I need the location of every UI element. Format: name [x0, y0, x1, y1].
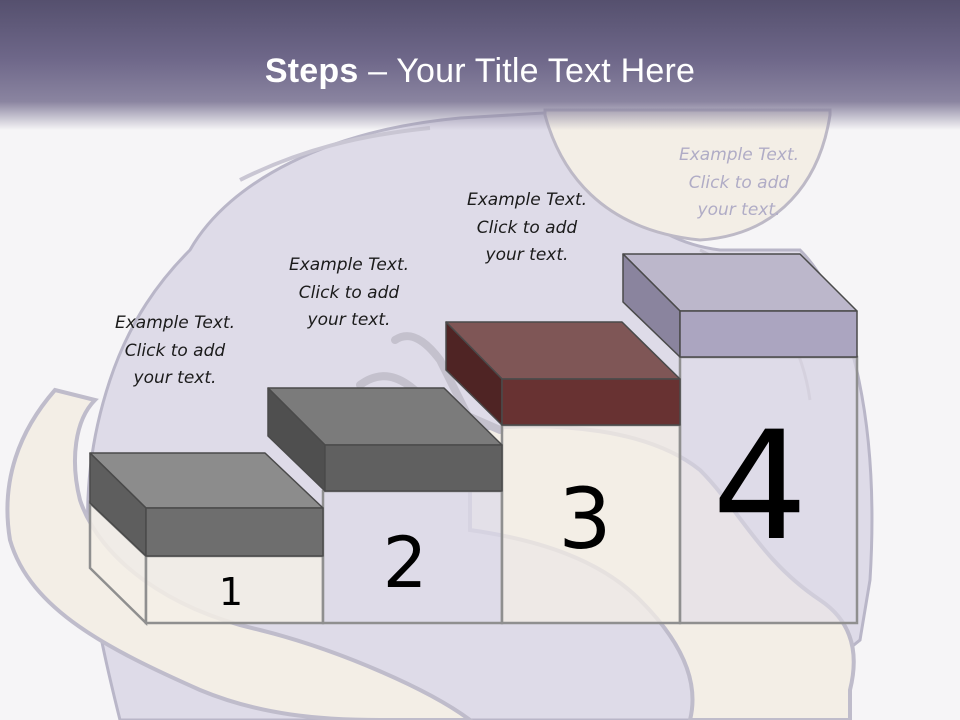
step-3-text-line-3: your text.: [485, 245, 569, 265]
step-3-box[interactable]: [445, 321, 681, 426]
step-2-text-line-2: Click to add: [298, 282, 400, 303]
title-bar: [0, 0, 960, 130]
step-4-pillar: [678, 355, 859, 625]
step-1-number: 1: [218, 570, 244, 614]
step-4-text-line-1: Example Text.: [678, 145, 800, 165]
step-4-number: 4: [712, 400, 808, 574]
step-2-text-line-3: your text.: [307, 310, 391, 330]
step-1-text-line-1: Example Text.: [114, 313, 236, 333]
step-3-text-line-2: Click to add: [476, 217, 578, 238]
step-1-text-line-2: Click to add: [124, 340, 226, 361]
step-2-pillar: [321, 489, 504, 625]
step-3-number: 3: [558, 470, 612, 568]
title-rest: – Your Title Text Here: [358, 52, 696, 90]
title-strong: Steps: [264, 52, 359, 90]
step-4-text-line-3: your text.: [697, 200, 781, 220]
slide-title[interactable]: Steps – Your Title Text Here: [0, 52, 960, 91]
step-2-box[interactable]: [267, 387, 503, 492]
step-3-text-line-1: Example Text.: [466, 190, 588, 210]
step-4-box[interactable]: [622, 253, 858, 358]
step-2-text[interactable]: Example Text. Click to add your text.: [254, 252, 444, 335]
step-4-text-line-2: Click to add: [688, 172, 790, 193]
step-2-text-line-1: Example Text.: [288, 255, 410, 275]
step-3-text[interactable]: Example Text. Click to add your text.: [432, 187, 622, 270]
step-3-pillar: [500, 423, 682, 625]
step-1-text[interactable]: Example Text. Click to add your text.: [80, 310, 270, 393]
step-1-text-line-3: your text.: [133, 368, 217, 388]
step-2-number: 2: [382, 522, 428, 604]
step-4-text[interactable]: Example Text. Click to add your text.: [644, 142, 834, 225]
step-1-box[interactable]: [89, 452, 324, 557]
stair-outline: [88, 355, 859, 626]
